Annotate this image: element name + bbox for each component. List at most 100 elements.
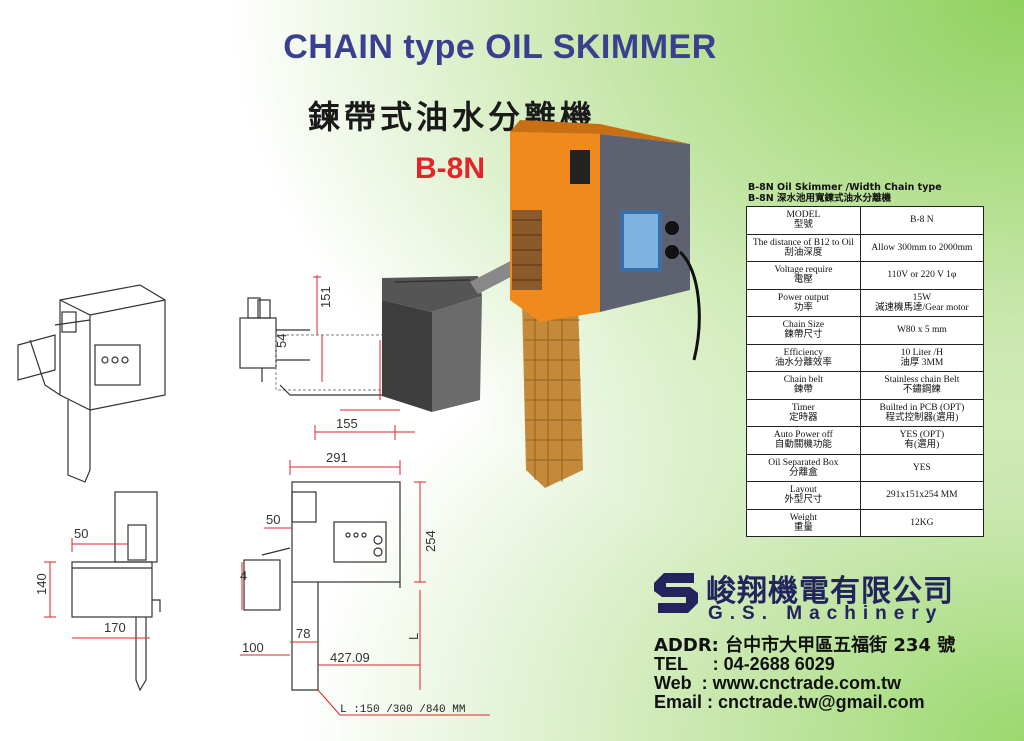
contact-tel: TEL : 04-2688 6029 <box>654 654 835 674</box>
spec-key-text: 自動關機功能 <box>774 440 832 451</box>
spec-value: Builted in PCB (OPT)程式控制器(選用) <box>859 398 985 427</box>
spec-key-text: 重量 <box>793 522 813 533</box>
spec-key-text: 鍊帶 <box>793 385 813 396</box>
spec-value-text: 10 Liter /H <box>900 347 943 358</box>
spec-value-text: W80 x 5 mm <box>896 325 947 336</box>
spec-key-text: Voltage require <box>774 265 833 276</box>
dim-54: 54 <box>274 334 289 348</box>
spec-key-text: Weight <box>789 512 817 523</box>
spec-value-text: 12KG <box>910 517 934 528</box>
spec-value: YES (OPT)有(選用) <box>859 426 985 455</box>
spec-value: YES <box>859 453 985 482</box>
spec-value-text: Allow 300mm to 2000mm <box>871 242 973 253</box>
model-label: B-8N <box>415 152 486 185</box>
spec-value-text: YES <box>912 462 931 473</box>
spec-value-text: 油厚 3MM <box>900 357 944 368</box>
spec-value: B-8 N <box>859 206 985 235</box>
spec-key-text: Layout <box>789 485 817 496</box>
dim-291: 291 <box>326 450 348 465</box>
spec-key-text: 型號 <box>793 220 813 231</box>
spec-key-text: Timer <box>791 402 815 413</box>
spec-value-text: 110V or 220 V 1φ <box>887 270 957 281</box>
contact-address: ADDR: 台中市大甲區五福街 234 號 <box>654 635 956 656</box>
contact-block: ADDR: 台中市大甲區五福街 234 號 TEL : 04-2688 6029… <box>654 636 955 712</box>
contact-email[interactable]: Email : cnctrade.tw@gmail.com <box>654 692 925 712</box>
l-length-note: L :150 /300 /840 MM <box>340 704 465 716</box>
spec-key-text: 外型尺寸 <box>784 495 823 506</box>
dim-100: 100 <box>242 640 264 655</box>
spec-key-text: Efficiency <box>783 347 824 358</box>
spec-key-text: 功率 <box>793 302 813 313</box>
spec-key-text: 分離盒 <box>789 467 818 478</box>
spec-value-text: B-8 N <box>910 215 934 226</box>
spec-value-text: Stainless chain Belt <box>884 375 960 386</box>
spec-value-text: 291x151x254 MM <box>886 490 958 501</box>
dim-L: L <box>406 633 421 640</box>
dim-50-front: 50 <box>266 512 280 527</box>
spec-caption: B-8N Oil Skimmer /Width Chain type B-8N … <box>748 182 942 204</box>
dim-140: 140 <box>34 573 49 595</box>
dim-254: 254 <box>423 530 438 552</box>
side-view-dimensions <box>44 538 150 639</box>
spec-value-text: 減速機馬達/Gear motor <box>875 302 969 313</box>
spec-key-text: 刮油深度 <box>784 247 823 258</box>
product-photo <box>382 120 701 488</box>
dim-4: 4 <box>240 568 247 583</box>
spec-value-text: 程式控制器(選用) <box>885 412 959 423</box>
spec-value: 12KG <box>859 508 985 537</box>
spec-caption-line2: B-8N 深水池用寬鍊式油水分離機 <box>748 193 892 204</box>
side-view-drawing <box>71 491 161 692</box>
dim-170: 170 <box>104 620 126 635</box>
spec-caption-line1: B-8N Oil Skimmer /Width Chain type <box>748 182 942 193</box>
spec-value-text: Builted in PCB (OPT) <box>879 402 965 413</box>
spec-key-text: Auto Power off <box>773 430 833 441</box>
front-view-dimensions <box>240 460 490 716</box>
spec-value: Allow 300mm to 2000mm <box>859 233 985 262</box>
spec-value-text: YES (OPT) <box>899 430 945 441</box>
spec-key-text: 定時器 <box>789 412 818 423</box>
spec-key-text: Oil Separated Box <box>768 457 839 468</box>
spec-key-text: 電壓 <box>793 275 813 286</box>
isometric-drawing <box>17 284 166 483</box>
top-view-drawing <box>239 297 387 396</box>
spec-value-text: 不鏽鋼練 <box>902 385 941 396</box>
spec-value: W80 x 5 mm <box>859 316 985 345</box>
dim-427-09: 427.09 <box>330 650 370 665</box>
spec-key-text: MODEL <box>786 210 821 221</box>
company-name-cn: 峻翔機電有限公司 <box>706 574 954 609</box>
spec-key-text: 鍊帶尺寸 <box>784 330 823 341</box>
spec-key-text: 油水分離效率 <box>774 357 832 368</box>
front-view-drawing <box>243 481 401 691</box>
spec-key-text: The distance of B12 to Oil <box>752 237 854 248</box>
dim-151: 151 <box>318 286 333 308</box>
dim-155: 155 <box>336 416 358 431</box>
dim-50-side: 50 <box>74 526 88 541</box>
spec-value-text: 有(選用) <box>904 440 940 451</box>
company-name-en: G.S. Machinery <box>708 603 944 624</box>
contact-web[interactable]: Web : www.cnctrade.com.tw <box>654 673 902 693</box>
